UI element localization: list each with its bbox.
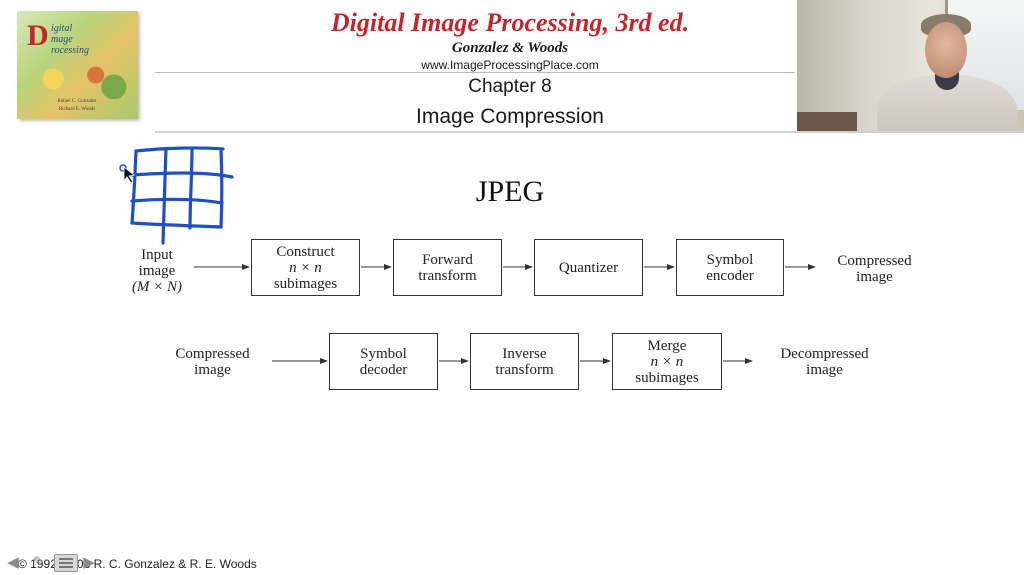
box-label: subimages — [274, 276, 337, 292]
section-divider — [155, 131, 1024, 133]
book-title: Digital Image Processing, 3rd ed. — [300, 8, 720, 38]
pen-icon[interactable]: ✎ — [27, 552, 51, 572]
next-arrow-icon[interactable]: ▶ — [78, 552, 100, 572]
box-label: Merge — [635, 338, 698, 354]
decoder-input-text: Compressed — [150, 346, 275, 362]
cover-title-line: igital — [51, 23, 121, 34]
cover-author: Rafael C. Gonzalez — [37, 99, 117, 104]
box-label: Symbol — [706, 252, 753, 268]
menu-lines-icon — [59, 558, 73, 568]
box-label: encoder — [706, 268, 753, 284]
cover-title-line: mage — [51, 34, 121, 45]
inverse-transform-box: Inverse transform — [470, 333, 579, 390]
presenter-head — [925, 22, 967, 78]
section-title: Image Compression — [330, 105, 690, 129]
box-label: decoder — [360, 362, 407, 378]
cover-title-line: rocessing — [51, 45, 121, 56]
encoder-output-label: Compressed image — [812, 253, 937, 285]
box-label: Symbol — [360, 346, 407, 362]
prev-arrow-icon[interactable]: ◀ — [2, 552, 24, 572]
webcam-background-shelf — [797, 112, 857, 131]
quantizer-box: Quantizer — [534, 239, 643, 296]
forward-transform-box: Forward transform — [393, 239, 502, 296]
decoder-output-text: image — [752, 362, 897, 378]
box-label: Quantizer — [559, 260, 618, 276]
box-label: subimages — [635, 370, 698, 386]
box-label: n × n — [635, 354, 698, 370]
box-label: n × n — [274, 260, 337, 276]
box-label: transform — [495, 362, 553, 378]
construct-subimages-box: Construct n × n subimages — [251, 239, 360, 296]
website-link[interactable]: www.ImageProcessingPlace.com — [360, 58, 660, 72]
box-label: Construct — [274, 244, 337, 260]
ink-grid-annotation — [118, 143, 243, 253]
chapter-label: Chapter 8 — [360, 76, 660, 98]
decoder-output-label: Decompressed image — [752, 346, 897, 378]
encoder-input-text: Input — [112, 247, 202, 263]
cover-art — [17, 59, 138, 99]
cover-author: Richard E. Woods — [37, 107, 117, 112]
box-label: transform — [418, 268, 476, 284]
encoder-input-label: Input image (M × N) — [112, 247, 202, 295]
book-authors: Gonzalez & Woods — [360, 40, 660, 57]
encoder-output-text: image — [812, 269, 937, 285]
presenter-webcam — [797, 0, 1024, 131]
cover-initial: D — [27, 19, 49, 53]
merge-subimages-box: Merge n × n subimages — [612, 333, 722, 390]
box-label: Inverse — [495, 346, 553, 362]
mouse-pointer-icon — [124, 167, 134, 183]
decoder-output-text: Decompressed — [752, 346, 897, 362]
header-divider — [155, 72, 795, 73]
encoder-output-text: Compressed — [812, 253, 937, 269]
menu-icon[interactable] — [54, 554, 78, 572]
encoder-input-text: image — [112, 263, 202, 279]
decoder-input-label: Compressed image — [150, 346, 275, 378]
slide-title: JPEG — [420, 175, 600, 209]
book-cover-image: D igital mage rocessing Rafael C. Gonzal… — [17, 11, 138, 119]
decoder-input-text: image — [150, 362, 275, 378]
box-label: Forward — [418, 252, 476, 268]
symbol-decoder-box: Symbol decoder — [329, 333, 438, 390]
symbol-encoder-box: Symbol encoder — [676, 239, 784, 296]
encoder-input-text: (M × N) — [112, 279, 202, 295]
